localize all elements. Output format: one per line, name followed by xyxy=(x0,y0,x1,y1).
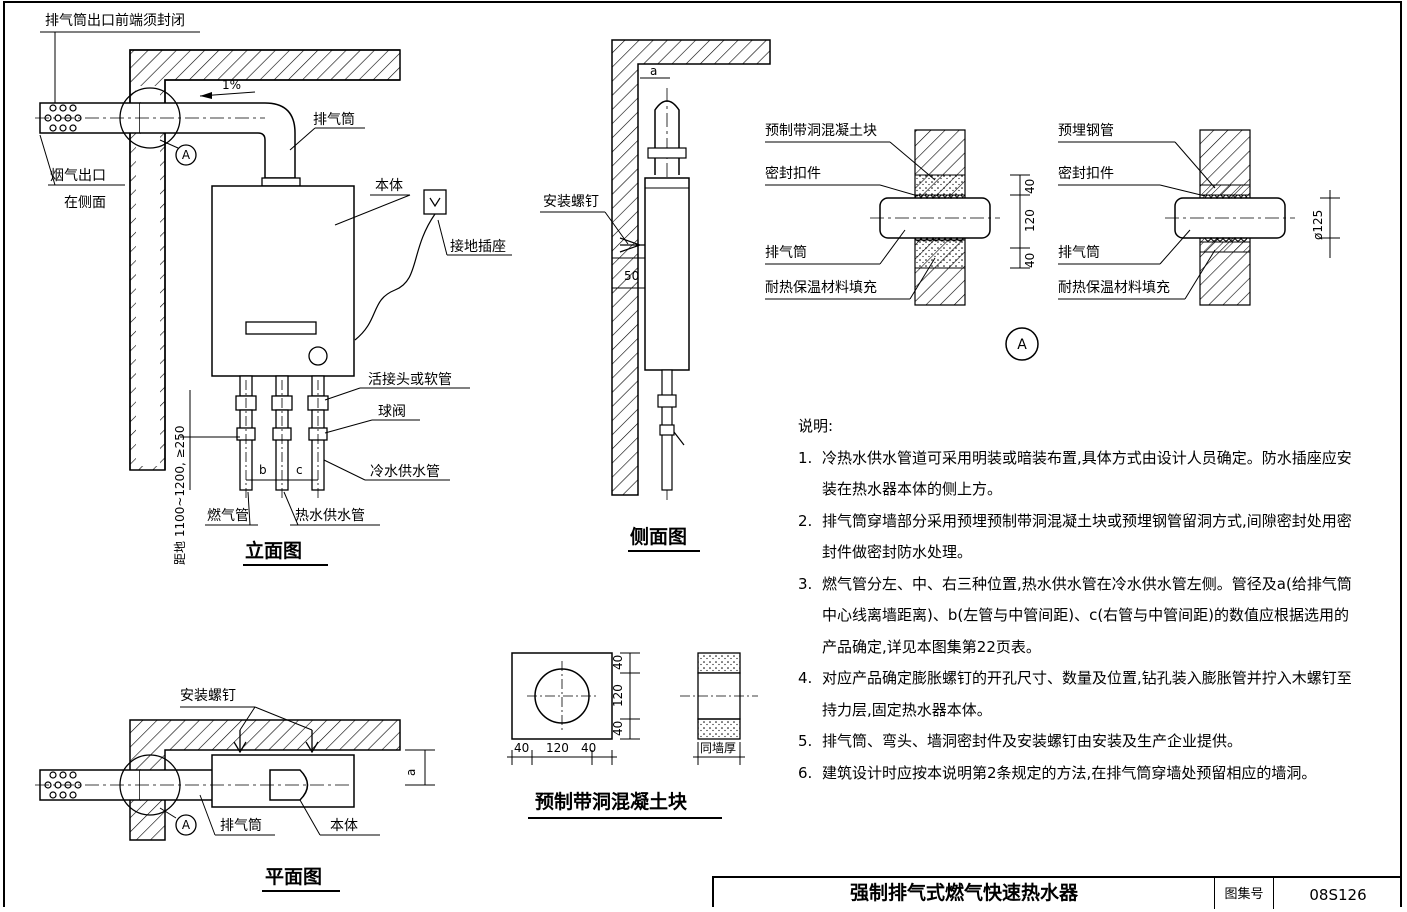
note-text: 建筑设计时应按本说明第2条规定的方法,在排气筒穿墙处预留相应的墙洞。 xyxy=(822,763,1317,782)
block-h40a: 40 xyxy=(514,741,529,755)
note-text: 排气筒穿墙部分采用预埋预制带洞混凝土块或预埋钢管留洞方式,间隙密封处用密封件做密… xyxy=(822,511,1352,562)
side-screw-label: 安装螺钉 xyxy=(543,194,599,210)
height-label: 距地 1100~1200, ≥250 xyxy=(173,425,187,565)
gas-label: 燃气管 xyxy=(207,507,249,524)
block-v40b: 40 xyxy=(611,721,625,736)
detail-seal-left: 密封扣件 xyxy=(765,165,821,182)
note-item: 4. 对应产品确定膨胀螺钉的开孔尺寸、数量及位置,钻孔装入膨胀管并拧入木螺钉至持力… xyxy=(798,663,1358,726)
valve-label: 球阀 xyxy=(378,404,406,420)
side-title: 侧面图 xyxy=(630,526,687,548)
ground-socket xyxy=(423,189,447,215)
side-dim-a: a xyxy=(650,64,657,78)
side-view: a 安装螺钉 50 侧面图 xyxy=(540,39,771,552)
block-wall-label: 同墙厚 xyxy=(700,741,736,755)
precast-block: 40 120 40 40 120 40 同墙厚 预制带洞混凝土块 xyxy=(507,652,758,819)
detail-fill-right: 耐热保温材料填充 xyxy=(1058,280,1170,296)
note-number: 2. xyxy=(798,511,813,530)
plan-callout-a xyxy=(175,814,197,836)
cold-label: 冷水供水管 xyxy=(370,464,440,480)
block-title: 预制带洞混凝土块 xyxy=(535,790,688,813)
block-v40a: 40 xyxy=(611,655,625,670)
note-text: 冷热水供水管道可采用明装或暗装布置,具体方式由设计人员确定。防水插座应安装在热水… xyxy=(822,448,1352,499)
side-body xyxy=(644,177,690,371)
note-item: 6. 建筑设计时应按本说明第2条规定的方法,在排气筒穿墙处预留相应的墙洞。 xyxy=(798,758,1358,790)
union-label: 活接头或软管 xyxy=(368,371,452,388)
block-v120: 120 xyxy=(611,684,625,707)
plan-flue-label: 排气筒 xyxy=(220,817,262,834)
callout-a-elevation-text: A xyxy=(182,148,191,162)
detail-dim-120: 120 xyxy=(1023,209,1037,232)
plan-title: 平面图 xyxy=(265,866,322,888)
elevation-title: 立面图 xyxy=(245,539,302,562)
plan-screw-label: 安装螺钉 xyxy=(180,688,236,704)
detail-block-label: 预制带洞混凝土块 xyxy=(765,123,877,139)
sheet-border xyxy=(3,1,1402,907)
title-block-title: 强制排气式燃气快速热水器 xyxy=(849,882,1078,904)
detail-steel-label: 预埋钢管 xyxy=(1058,123,1114,139)
note-item: 1. 冷热水供水管道可采用明装或暗装布置,具体方式由设计人员确定。防水插座应安装在… xyxy=(798,443,1358,506)
side-wall xyxy=(611,39,771,496)
socket-label: 接地插座 xyxy=(450,238,506,255)
detail-flue-right: 排气筒 xyxy=(1058,244,1100,261)
notes-title: 说明: xyxy=(798,417,834,435)
note-item: 3. 燃气管分左、中、右三种位置,热水供水管在冷水供水管左侧。管径及a(给排气筒中… xyxy=(798,569,1358,664)
detail-callout-a-text: A xyxy=(1017,337,1027,353)
heater-knob xyxy=(308,346,328,366)
note-text: 排气筒、弯头、墙洞密封件及安装螺钉由安装及生产企业提供。 xyxy=(822,732,1243,750)
plan-dim-a: a xyxy=(404,769,418,776)
title-block: 强制排气式燃气快速热水器 图集号 08S126 xyxy=(712,876,1402,909)
plan-body-label: 本体 xyxy=(330,818,358,834)
detail-dim-40a: 40 xyxy=(1023,179,1037,194)
note-number: 4. xyxy=(798,669,813,687)
note-text: 对应产品确定膨胀螺钉的开孔尺寸、数量及位置,钻孔装入膨胀管并拧入木螺钉至持力层,… xyxy=(822,669,1352,719)
note-number: 6. xyxy=(798,763,813,782)
detail-dim-40b: 40 xyxy=(1023,253,1037,268)
plan-callout-a-text: A xyxy=(182,818,191,832)
note-number: 1. xyxy=(798,448,813,467)
detail-fill-left: 耐热保温材料填充 xyxy=(765,280,877,296)
note-text: 燃气管分左、中、右三种位置,热水供水管在冷水供水管左侧。管径及a(给排气筒中心线… xyxy=(822,574,1352,656)
dim-c: c xyxy=(296,463,303,477)
note-number: 3. xyxy=(798,574,813,593)
side-dim-50: 50 xyxy=(624,269,639,283)
atlas-number: 08S126 xyxy=(1309,886,1367,904)
elevation-view: A 1% 排气筒出口前端须封闭 烟气出口 在侧面 排气筒 本体 接地插座 xyxy=(35,12,512,566)
slope-label: 1% xyxy=(222,78,241,92)
note-item: 2. 排气筒穿墙部分采用预埋预制带洞混凝土块或预埋钢管留洞方式,间隙密封处用密封件… xyxy=(798,506,1358,569)
note-number: 5. xyxy=(798,732,813,750)
notes: 说明: 1. 冷热水供水管道可采用明装或暗装布置,具体方式由设计人员确定。防水插座… xyxy=(798,411,1358,789)
block-h120: 120 xyxy=(546,741,569,755)
block-h40b: 40 xyxy=(581,741,596,755)
outlet-label-1: 烟气出口 xyxy=(50,168,106,184)
callout-a-elevation xyxy=(175,144,197,166)
heater-body xyxy=(211,185,355,377)
detail-callout-a xyxy=(1005,327,1039,361)
atlas-label: 图集号 xyxy=(1214,878,1274,909)
detail-seal-right: 密封扣件 xyxy=(1058,165,1114,182)
plan-wall xyxy=(129,719,401,841)
plan-detail-circle xyxy=(119,754,181,816)
detail-dia: ø125 xyxy=(1311,210,1325,240)
power-cable xyxy=(354,213,436,341)
block-hole xyxy=(534,668,590,724)
plan-view: 安装螺钉 a A 排气筒 本体 平面图 xyxy=(35,688,435,892)
detail-a: 40 120 40 预制带洞混凝土块 密封扣件 排气筒 耐热保温材料填充 ø12… xyxy=(765,123,1340,361)
detail-flue-left: 排气筒 xyxy=(765,244,807,261)
dim-b: b xyxy=(259,463,267,477)
body-label: 本体 xyxy=(375,178,403,194)
outlet-label-2: 在侧面 xyxy=(64,195,106,211)
note-item: 5. 排气筒、弯头、墙洞密封件及安装螺钉由安装及生产企业提供。 xyxy=(798,726,1358,758)
hot-label: 热水供水管 xyxy=(295,508,365,524)
heater-display xyxy=(245,321,317,335)
flue-label: 排气筒 xyxy=(313,111,355,128)
top-label: 排气筒出口前端须封闭 xyxy=(45,12,185,29)
detail-circle-a xyxy=(119,87,181,149)
